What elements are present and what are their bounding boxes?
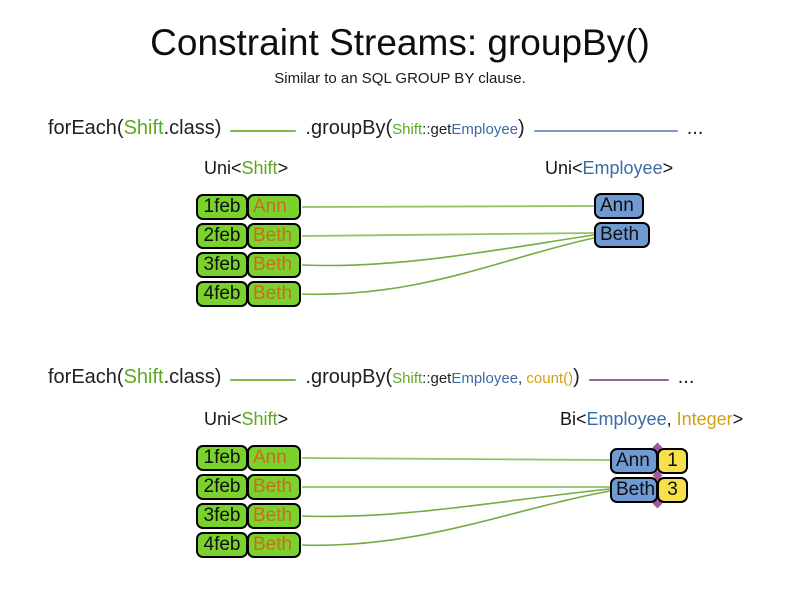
shift-date-cell: 2feb: [196, 474, 248, 500]
foreach-class-suffix: .class): [163, 366, 222, 388]
group-box-ann: Ann: [594, 193, 644, 219]
stream-line-green-1: [230, 130, 297, 132]
stream-line-purple: [588, 379, 669, 381]
d1-line-row4-beth: [301, 237, 595, 296]
foreach-text: forEach(: [48, 366, 124, 388]
label-type-shift: Shift: [241, 158, 278, 178]
shift-row: 1feb Ann: [196, 445, 301, 471]
uni-employee-label: Uni<Employee>: [545, 158, 673, 179]
uni-shift-label-2: Uni<Shift>: [204, 409, 288, 430]
d1-line-row3-beth: [301, 234, 595, 267]
label-prefix: Uni<: [545, 158, 583, 178]
label-suffix: >: [277, 158, 289, 178]
code-line-1: forEach(Shift.class) .groupBy(Shift::get…: [48, 117, 703, 145]
groupby-arg-method: ::get: [422, 121, 452, 138]
shift-employee-cell: Beth: [247, 532, 301, 558]
foreach-class-arg: Shift: [123, 117, 164, 139]
shift-row: 2feb Beth: [196, 223, 301, 249]
ellipsis: ...: [677, 366, 695, 388]
label-separator: ,: [666, 409, 677, 429]
d2-line-row1-ann: [301, 457, 611, 461]
shift-date-cell: 2feb: [196, 223, 248, 249]
label-suffix: >: [662, 158, 674, 178]
label-type-employee: Employee: [586, 409, 667, 429]
label-type-shift: Shift: [241, 409, 278, 429]
d2-line-row3-beth: [301, 488, 611, 518]
shift-row: 3feb Beth: [196, 503, 301, 529]
groupby-close-paren: ): [573, 366, 580, 388]
group-box-ann: Ann: [610, 448, 658, 474]
shift-date-cell: 1feb: [196, 445, 248, 471]
foreach-class-suffix: .class): [163, 117, 222, 139]
shift-date-cell: 3feb: [196, 252, 248, 278]
shift-row: 4feb Beth: [196, 532, 301, 558]
groupby-text: .groupBy(: [305, 366, 393, 388]
label-prefix: Bi<: [560, 409, 587, 429]
ellipsis: ...: [686, 117, 704, 139]
shift-date-cell: 3feb: [196, 503, 248, 529]
shift-employee-cell: Beth: [247, 252, 301, 278]
shift-row: 3feb Beth: [196, 252, 301, 278]
groupby-arg-count: count(): [526, 370, 574, 387]
groupby-arg-prop: Employee: [451, 121, 519, 138]
groupby-arg-method: ::get: [422, 370, 452, 387]
label-prefix: Uni<: [204, 158, 242, 178]
label-prefix: Uni<: [204, 409, 242, 429]
foreach-text: forEach(: [48, 117, 124, 139]
shift-employee-cell: Beth: [247, 281, 301, 307]
shift-date-cell: 4feb: [196, 281, 248, 307]
page-subtitle: Similar to an SQL GROUP BY clause.: [274, 70, 526, 87]
stream-line-green-2: [230, 379, 297, 381]
groupby-arg-class: Shift: [392, 370, 423, 387]
shift-date-cell: 4feb: [196, 532, 248, 558]
d2-line-row4-beth: [301, 490, 611, 547]
stream-line-blue: [533, 130, 678, 132]
bi-employee-integer-label: Bi<Employee, Integer>: [560, 409, 743, 430]
count-box-beth: 3: [657, 477, 688, 503]
shift-row: 1feb Ann: [196, 194, 301, 220]
count-box-ann: 1: [657, 448, 688, 474]
shift-employee-cell: Ann: [247, 194, 301, 220]
label-type-employee: Employee: [582, 158, 663, 178]
shift-employee-cell: Ann: [247, 445, 301, 471]
foreach-class-arg: Shift: [123, 366, 164, 388]
groupby-text: .groupBy(: [305, 117, 393, 139]
label-suffix: >: [277, 409, 289, 429]
page-title: Constraint Streams: groupBy(): [150, 22, 650, 63]
groupby-arg-prop: Employee: [451, 370, 519, 387]
shift-row: 4feb Beth: [196, 281, 301, 307]
shift-date-cell: 1feb: [196, 194, 248, 220]
label-suffix: >: [732, 409, 744, 429]
uni-shift-label-1: Uni<Shift>: [204, 158, 288, 179]
group-box-beth: Beth: [610, 477, 658, 503]
d1-line-row2-beth: [301, 232, 595, 237]
groupby-close-paren: ): [518, 117, 525, 139]
groupby-arg-class: Shift: [392, 121, 423, 138]
groupby-arg-separator: ,: [518, 370, 527, 387]
d1-line-row1-ann: [301, 205, 595, 208]
label-type-integer: Integer: [676, 409, 733, 429]
shift-employee-cell: Beth: [247, 503, 301, 529]
shift-row: 2feb Beth: [196, 474, 301, 500]
shift-employee-cell: Beth: [247, 223, 301, 249]
shift-employee-cell: Beth: [247, 474, 301, 500]
group-box-beth: Beth: [594, 222, 650, 248]
code-line-2: forEach(Shift.class) .groupBy(Shift::get…: [48, 366, 694, 394]
